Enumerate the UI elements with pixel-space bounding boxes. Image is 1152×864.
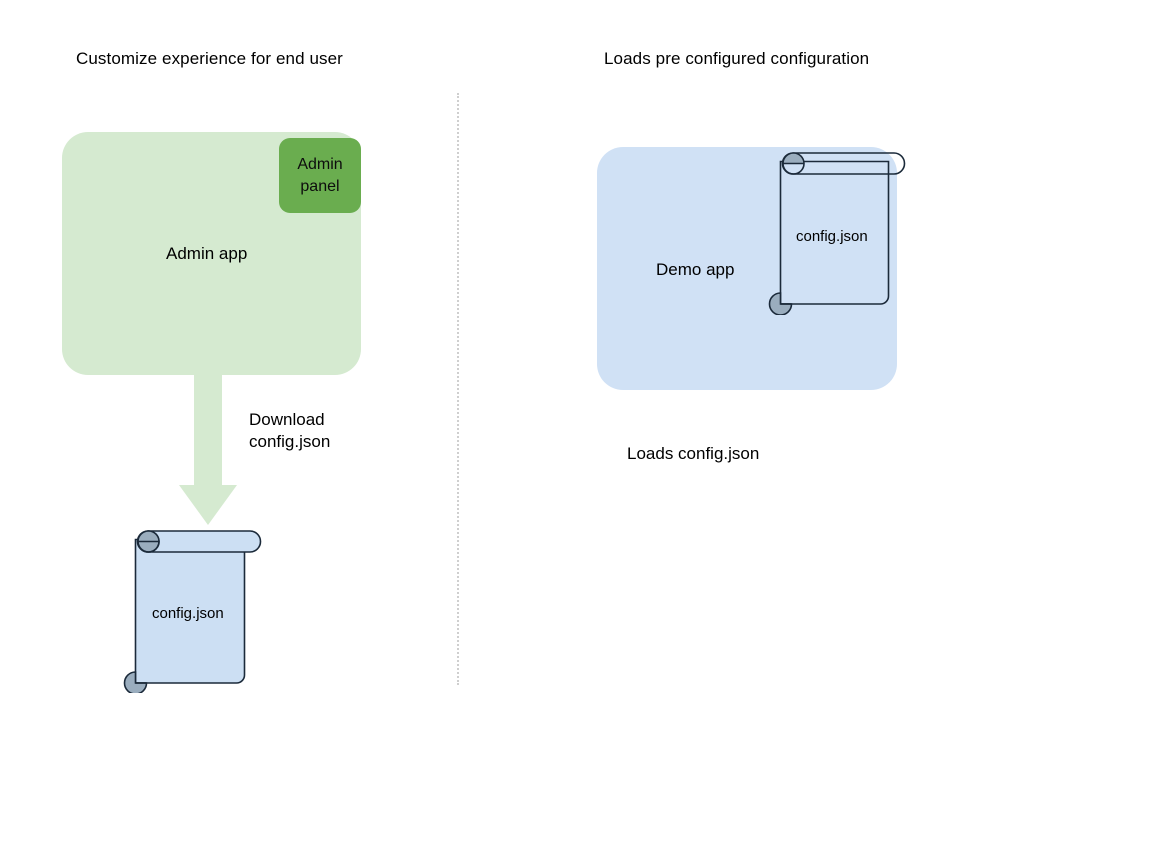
demo-app-box [597, 147, 897, 390]
section-divider [457, 93, 459, 685]
loads-config-caption: Loads config.json [627, 444, 760, 463]
admin-panel-label: Admin panel [297, 155, 343, 195]
download-arrow-icon [179, 372, 237, 525]
right-section-title: Loads pre configured configuration [604, 49, 870, 68]
admin-panel-chip[interactable]: Admin panel [279, 138, 361, 213]
left-section-title: Customize experience for end user [76, 49, 343, 68]
config-json-label-left: config.json [152, 605, 224, 622]
admin-app-label: Admin app [166, 244, 248, 263]
download-arrow-label: Download config.json [249, 410, 331, 451]
demo-app-label: Demo app [656, 260, 735, 279]
config-json-document-right[interactable] [764, 148, 916, 315]
config-json-label-right: config.json [796, 228, 868, 245]
config-json-document-left[interactable] [118, 525, 268, 693]
